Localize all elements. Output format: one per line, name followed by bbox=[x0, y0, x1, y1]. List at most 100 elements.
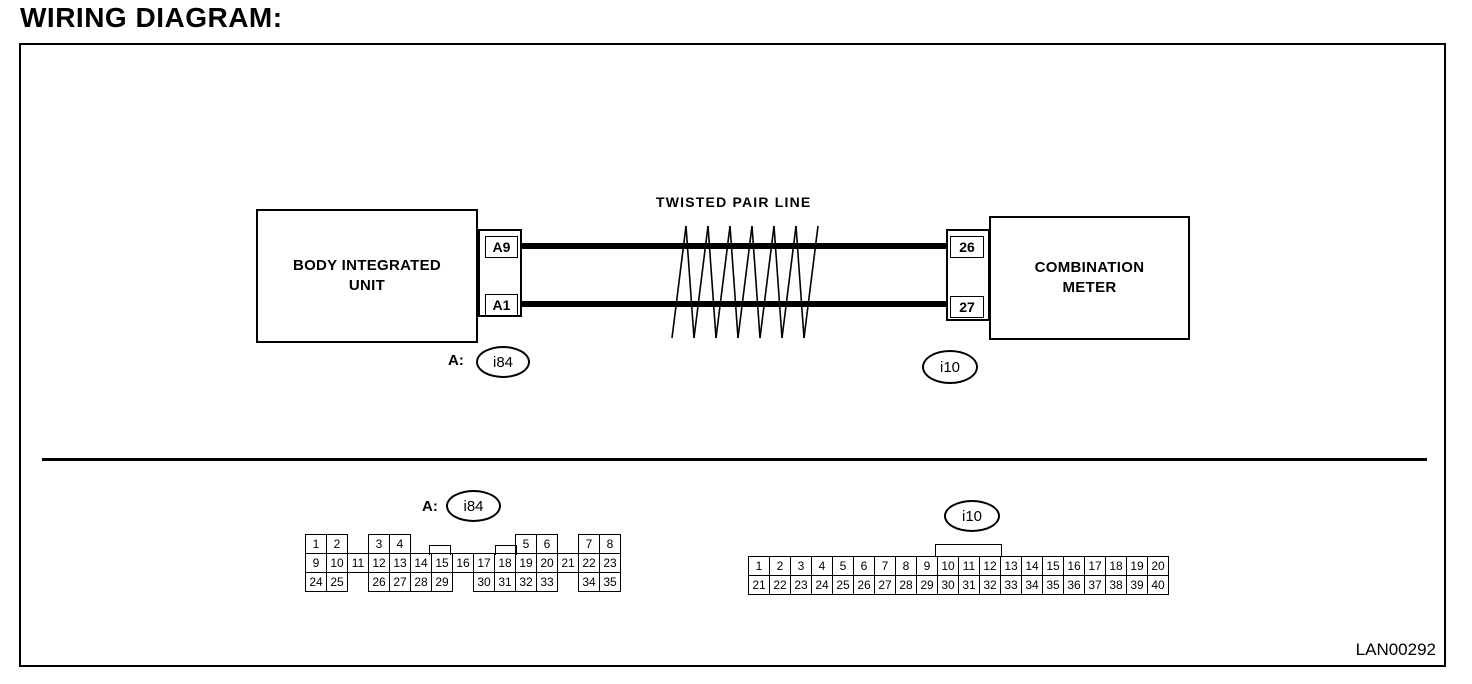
diagram-frame bbox=[19, 43, 1446, 667]
i84-gap bbox=[453, 535, 474, 554]
i84-pin: 32 bbox=[515, 572, 537, 592]
i10-pin: 8 bbox=[895, 556, 917, 576]
i10-pin: 16 bbox=[1063, 556, 1085, 576]
i10-pin: 29 bbox=[916, 575, 938, 595]
combination-meter: COMBINATION METER bbox=[989, 216, 1190, 340]
i10-pin: 38 bbox=[1105, 575, 1127, 595]
section-divider bbox=[42, 458, 1427, 461]
left-connector-prefix: A: bbox=[448, 352, 464, 369]
body-integrated-unit: BODY INTEGRATED UNIT bbox=[256, 209, 478, 343]
i84-pin: 12 bbox=[368, 553, 390, 573]
i10-pin: 11 bbox=[958, 556, 980, 576]
i84-gap bbox=[453, 573, 474, 592]
i10-pin: 19 bbox=[1126, 556, 1148, 576]
i10-pin: 28 bbox=[895, 575, 917, 595]
i10-pin: 40 bbox=[1147, 575, 1169, 595]
i84-pin: 1 bbox=[305, 534, 327, 554]
i10-pin: 15 bbox=[1042, 556, 1064, 576]
right-pin-27: 27 bbox=[950, 296, 984, 318]
i84-pin: 17 bbox=[473, 553, 495, 573]
i10-pin: 9 bbox=[916, 556, 938, 576]
wire-upper bbox=[522, 243, 946, 249]
i10-pin: 6 bbox=[853, 556, 875, 576]
i84-gap bbox=[348, 535, 369, 554]
i10-pin: 3 bbox=[790, 556, 812, 576]
i10-pin: 4 bbox=[811, 556, 833, 576]
i10-pin: 26 bbox=[853, 575, 875, 595]
right-pin-26: 26 bbox=[950, 236, 984, 258]
i84-pin: 4 bbox=[389, 534, 411, 554]
i84-pin: 24 bbox=[305, 572, 327, 592]
i10-pin: 23 bbox=[790, 575, 812, 595]
i84-gap bbox=[558, 573, 579, 592]
i84-pin: 26 bbox=[368, 572, 390, 592]
i84-pin: 35 bbox=[599, 572, 621, 592]
i84-pin: 15 bbox=[431, 553, 453, 573]
i84-pin: 28 bbox=[410, 572, 432, 592]
i84-pin: 31 bbox=[494, 572, 516, 592]
i84-pin: 14 bbox=[410, 553, 432, 573]
i84-pin: 22 bbox=[578, 553, 600, 573]
i84-pin: 29 bbox=[431, 572, 453, 592]
i10-pin: 32 bbox=[979, 575, 1001, 595]
i10-pin: 27 bbox=[874, 575, 896, 595]
i10-pin: 35 bbox=[1042, 575, 1064, 595]
i84-pin: 33 bbox=[536, 572, 558, 592]
i10-pin: 18 bbox=[1105, 556, 1127, 576]
i10-pin: 36 bbox=[1063, 575, 1085, 595]
i84-pin: 34 bbox=[578, 572, 600, 592]
i10-pin: 13 bbox=[1000, 556, 1022, 576]
page-title: WIRING DIAGRAM: bbox=[20, 2, 283, 33]
i84-pin: 30 bbox=[473, 572, 495, 592]
i10-pin: 10 bbox=[937, 556, 959, 576]
i10-pin: 22 bbox=[769, 575, 791, 595]
i10-connector-id-oval: i10 bbox=[944, 500, 1000, 532]
i10-pin: 14 bbox=[1021, 556, 1043, 576]
i84-row-1: 1 2 3 4 5 6 7 8 bbox=[305, 534, 621, 554]
i10-latch bbox=[935, 544, 1002, 556]
i84-latch-left bbox=[429, 545, 451, 555]
combination-meter-label-line2: METER bbox=[1062, 279, 1117, 296]
i10-pin: 12 bbox=[979, 556, 1001, 576]
i84-pin: 20 bbox=[536, 553, 558, 573]
i10-pin: 34 bbox=[1021, 575, 1043, 595]
combination-meter-label-line1: COMBINATION bbox=[1034, 259, 1145, 276]
i10-pin: 2 bbox=[769, 556, 791, 576]
i84-pin: 9 bbox=[305, 553, 327, 573]
i84-pin: 5 bbox=[515, 534, 537, 554]
body-integrated-unit-label-line1: BODY INTEGRATED bbox=[292, 257, 442, 274]
i10-pin: 7 bbox=[874, 556, 896, 576]
wire-lower bbox=[522, 301, 946, 307]
i10-pin: 30 bbox=[937, 575, 959, 595]
i10-pin: 17 bbox=[1084, 556, 1106, 576]
i84-connector-prefix: A: bbox=[422, 498, 438, 515]
i10-pin: 25 bbox=[832, 575, 854, 595]
i84-pin: 13 bbox=[389, 553, 411, 573]
i10-pin: 33 bbox=[1000, 575, 1022, 595]
i84-gap bbox=[495, 535, 516, 554]
i84-pin: 7 bbox=[578, 534, 600, 554]
i10-pin: 20 bbox=[1147, 556, 1169, 576]
i84-gap bbox=[474, 535, 495, 554]
left-pin-a9: A9 bbox=[485, 236, 518, 258]
right-connector-id-oval: i10 bbox=[922, 350, 978, 384]
i84-pin: 3 bbox=[368, 534, 390, 554]
i84-pin: 25 bbox=[326, 572, 348, 592]
i84-gap bbox=[411, 535, 432, 554]
i84-pin: 21 bbox=[557, 553, 579, 573]
twisted-pair-label: TWISTED PAIR LINE bbox=[656, 194, 812, 210]
i10-pin: 39 bbox=[1126, 575, 1148, 595]
i84-pin: 18 bbox=[494, 553, 516, 573]
i84-gap bbox=[432, 535, 453, 554]
i84-gap bbox=[558, 535, 579, 554]
i84-pin-grid: 1 2 3 4 5 6 7 8 9 10 11 12 13 14 15 16 1… bbox=[305, 534, 621, 592]
i10-pin: 21 bbox=[748, 575, 770, 595]
i84-pin: 16 bbox=[452, 553, 474, 573]
i84-pin: 8 bbox=[599, 534, 621, 554]
i10-pin: 37 bbox=[1084, 575, 1106, 595]
i84-pin: 10 bbox=[326, 553, 348, 573]
